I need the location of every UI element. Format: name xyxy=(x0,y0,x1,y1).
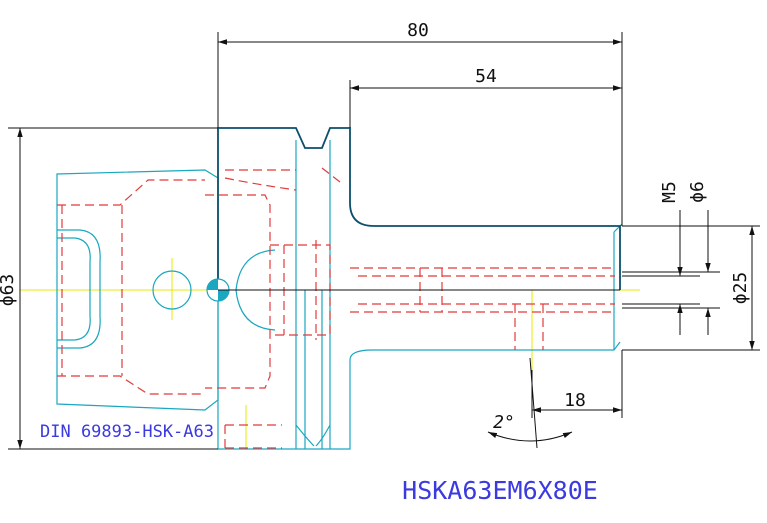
flange-diameter-label: ϕ63 xyxy=(0,274,18,307)
hidden-lines xyxy=(57,167,615,449)
bore-diameter-label: ϕ6 xyxy=(687,181,708,203)
standard-label: DIN 69893-HSK-A63 xyxy=(40,422,214,442)
tip-length-label: 18 xyxy=(564,390,586,411)
part-number-label: HSKA63EM6X80E xyxy=(402,476,598,505)
shank-length-label: 54 xyxy=(475,66,497,87)
shank-diameter-label: ϕ25 xyxy=(730,272,751,305)
dimension-lines xyxy=(8,32,760,450)
overall-length-label: 80 xyxy=(407,20,429,41)
thread-label: M5 xyxy=(659,181,680,203)
taper-angle-label: 2° xyxy=(493,412,515,433)
body-outline xyxy=(217,127,621,290)
